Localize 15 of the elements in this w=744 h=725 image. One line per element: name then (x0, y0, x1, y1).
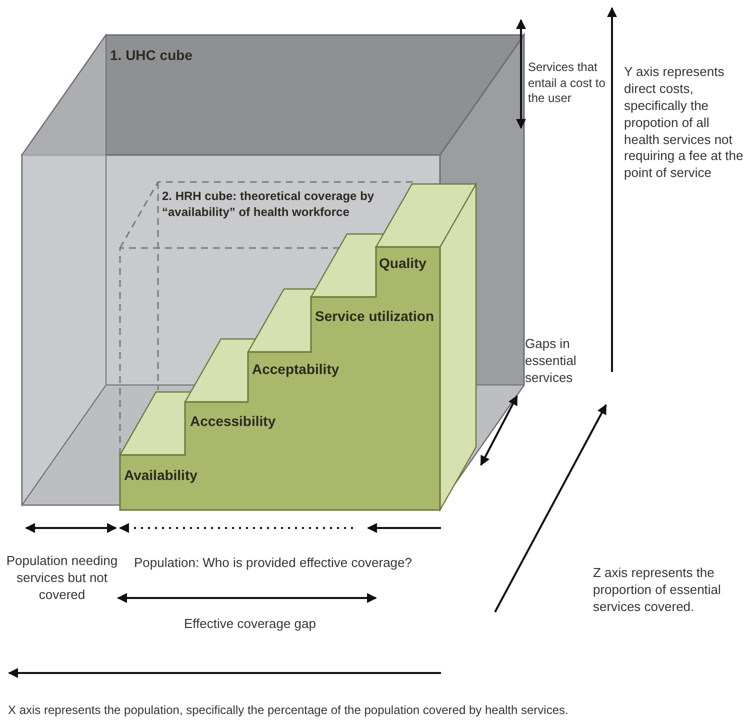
axis-description: Y axis represents direct costs, specifically the propotion of all health services not requiring a fee at the point of service (624, 64, 744, 182)
step-label: Acceptability (252, 360, 340, 378)
step-label: Accessibility (190, 412, 276, 430)
population-note: Population: Who is provided effective coverage? (134, 555, 412, 572)
axis-note: Gaps in essential services (525, 336, 578, 387)
axis-note: Services that entail a cost to the user (528, 60, 606, 107)
step-label: Quality (379, 254, 426, 272)
axis-description: X axis represents the population, specifically the percentage of the population covered by health services. (8, 703, 568, 719)
cube-label: 2. HRH cube: theoretical coverage by “availability” of health workforce (162, 189, 376, 220)
axis-description: Z axis represents the proportion of essential services covered. (593, 565, 722, 616)
step-label: Service utilization (315, 307, 434, 326)
population-note: Population needing services but not covered (5, 553, 119, 604)
dimension-label: Effective coverage gap (182, 616, 317, 633)
cube-label: 1. UHC cube (110, 46, 192, 64)
step-label: Availability (124, 466, 198, 484)
